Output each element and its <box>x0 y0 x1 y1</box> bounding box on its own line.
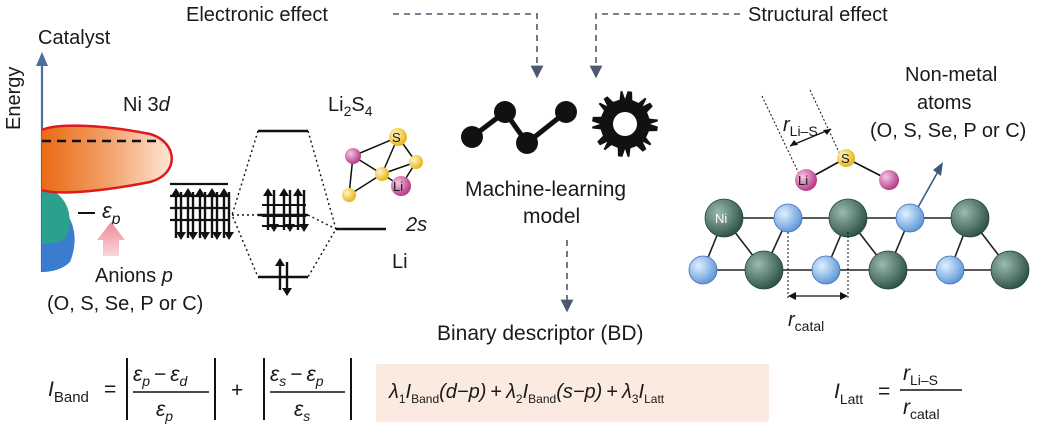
nonmetal-label-line3: (O, S, Se, P or C) <box>870 120 1026 142</box>
lattice-ni-atom <box>868 250 908 290</box>
lattice-ni-label: Ni <box>715 211 727 226</box>
catalyst-lattice: Ni <box>688 198 1030 290</box>
li2s4-label: Li2S4 <box>328 94 373 119</box>
li2s4-li-label: Li <box>393 179 403 194</box>
p-orbital-spin-stack <box>170 182 234 240</box>
mo-bond-spin-up-head <box>275 258 285 266</box>
structural-dashed-arrow <box>589 13 740 79</box>
lattice-ni-atom <box>704 198 744 238</box>
svg-text:=: = <box>878 380 890 403</box>
r-li-s-label: rLi–S <box>783 114 818 139</box>
ni-3d-label: Ni 3d <box>123 94 171 116</box>
p-spin-down-2-head <box>188 232 198 240</box>
nonmetal-label-line2: atoms <box>917 92 971 114</box>
iband-formula: IBand = εp−εd εp + εs−εp εs <box>48 358 352 424</box>
nonmetal-pointer-head <box>933 162 943 176</box>
r-li-s-arrowheads <box>790 129 831 146</box>
lattice-nonmetal-atom <box>811 255 841 285</box>
anions-label: Anions p <box>95 265 173 287</box>
binary-descriptor-label: Binary descriptor (BD) <box>437 322 644 345</box>
electronic-effect-label: Electronic effect <box>186 4 328 26</box>
li2s4-s-atom-1 <box>375 167 389 181</box>
lattice-nonmetal-atom <box>688 255 718 285</box>
svg-text:=: = <box>104 378 116 401</box>
p-spin-up-4-head <box>207 188 217 196</box>
anions-list-label: (O, S, Se, P or C) <box>47 293 203 315</box>
gear-hole <box>613 112 637 136</box>
ml-label-line2: model <box>523 205 580 228</box>
svg-text:IBand: IBand <box>48 378 89 406</box>
r-li-s-guide-1 <box>761 95 803 181</box>
electronic-dashed-arrow <box>393 13 544 79</box>
lattice-nonmetal-atom <box>773 203 803 233</box>
mo-spin-up-1-head <box>263 188 273 196</box>
energy-axis-label: Energy <box>3 67 25 130</box>
p-spin-down-1-head <box>176 232 186 240</box>
mo-spin-up-2-head <box>279 188 289 196</box>
li2s4-li-atom-labeled <box>391 176 411 196</box>
lattice-li-label: Li <box>798 173 808 188</box>
p-spin-down-5-head <box>224 232 234 240</box>
lattice-ni-atom <box>950 198 990 238</box>
structural-effect-label: Structural effect <box>748 4 888 26</box>
svg-text:εp−εd: εp−εd <box>133 363 189 389</box>
svg-text:+: + <box>231 379 243 402</box>
svg-text:rLi–S: rLi–S <box>903 362 938 388</box>
li2s4-s-atom-2 <box>342 188 356 202</box>
svg-text:λ1IBand(d−p)+λ2IBand(s−p)+λ3IL: λ1IBand(d−p)+λ2IBand(s−p)+λ3ILatt <box>388 381 665 406</box>
bd-combination-formula: λ1IBand(d−p)+λ2IBand(s−p)+λ3ILatt <box>388 381 665 406</box>
svg-text:εs: εs <box>294 398 310 424</box>
lattice-li-atom <box>795 169 817 191</box>
mo-bond-spin-down-head <box>282 288 292 296</box>
lattice-nonmetal-atom <box>895 203 925 233</box>
lattice-ni-atom <box>990 250 1030 290</box>
li-label: Li <box>392 251 408 273</box>
ml-label-line1: Machine-learning <box>465 178 626 201</box>
lattice-ni-atom <box>744 250 784 290</box>
lattice-s-label: S <box>841 151 850 166</box>
network-icon <box>461 101 577 154</box>
mo-spin-up-3-head <box>293 188 303 196</box>
li2s4-li-atom-1 <box>345 148 361 164</box>
p-spin-up-1-head <box>171 188 181 196</box>
li2s4-s-atom-3 <box>409 155 423 169</box>
li2s4-s-atom-labeled <box>389 128 407 146</box>
nonmetal-label-line1: Non-metal <box>905 64 997 86</box>
lattice-ni-atom <box>828 198 868 238</box>
pink-up-arrow <box>97 222 125 256</box>
gear-icon <box>592 91 658 157</box>
svg-text:εs−εp: εs−εp <box>270 363 324 389</box>
li2s4-s-label: S <box>392 130 401 145</box>
ilatt-formula: ILatt = rLi–S rcatal <box>834 362 962 422</box>
epsilon-p-label: εp <box>102 198 121 228</box>
p-spin-up-5-head <box>219 188 229 196</box>
lattice-li-atom-2 <box>879 170 899 190</box>
li-2s-label: 2s <box>405 214 427 236</box>
p-spin-up-3-head <box>195 188 205 196</box>
catalyst-label: Catalyst <box>38 27 111 49</box>
dos-teal-band <box>42 186 70 244</box>
svg-text:εp: εp <box>156 398 173 424</box>
r-li-s-dimension <box>789 128 832 147</box>
bd-formula-box <box>376 364 769 422</box>
ni-3d-outline <box>41 124 173 194</box>
svg-text:rcatal: rcatal <box>903 396 940 422</box>
p-spin-up-2-head <box>183 188 193 196</box>
ni-3d-orange-band <box>42 125 172 193</box>
p-spin-down-4-head <box>212 232 222 240</box>
lattice-s-atom <box>837 149 855 167</box>
mo-spin-arrows <box>262 188 309 296</box>
p-spin-down-3-head <box>200 232 210 240</box>
r-catal-label: rcatal <box>788 309 824 334</box>
energy-axis-arrowhead <box>36 52 48 66</box>
svg-text:ILatt: ILatt <box>834 380 863 407</box>
lattice-nonmetal-atom <box>935 255 965 285</box>
